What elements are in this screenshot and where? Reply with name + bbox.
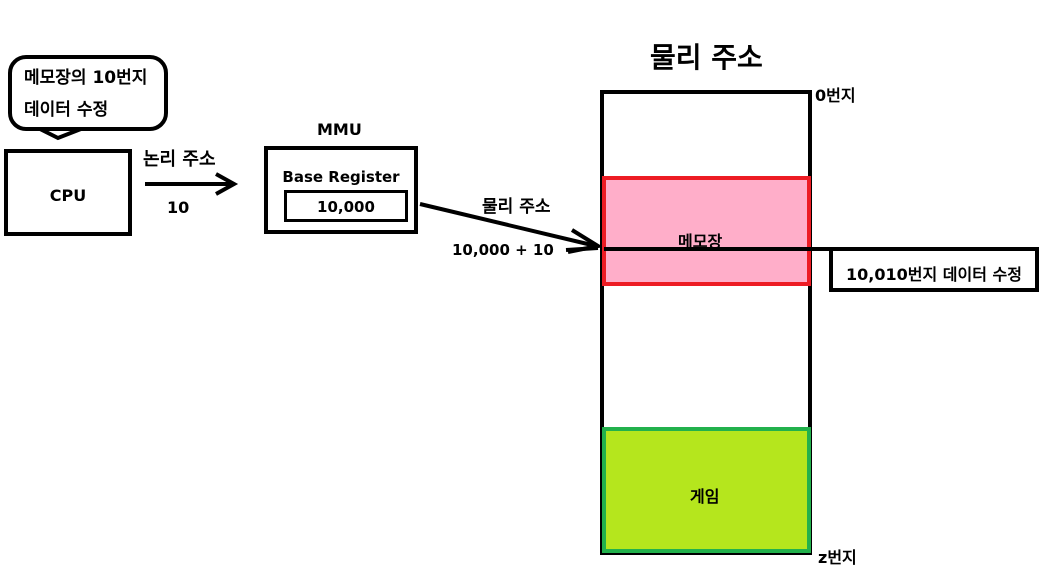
speech-bubble-line2: 데이터 수정 [24,100,109,120]
base-register-value-box: 10,000 [284,190,408,222]
notepad-region: 메모장 [602,176,811,286]
logical-address-arrowhead [215,172,239,196]
speech-bubble: 메모장의 10번지 데이터 수정 [8,55,168,131]
memory-top-label: 0번지 [815,86,856,105]
mmu-title: MMU [317,120,362,139]
target-box: 10,010번지 데이터 수정 [829,247,1039,292]
target-line-overlay [604,247,832,251]
memory-bottom-label: z번지 [818,548,857,567]
target-box-label: 10,010번지 데이터 수정 [846,265,1022,284]
cpu-label: CPU [49,186,87,205]
speech-bubble-line1: 메모장의 10번지 [24,68,148,88]
game-label: 게임 [690,487,720,506]
logical-address-value: 10 [167,198,190,217]
cpu-box: CPU [4,149,132,236]
physical-address-arrow [419,202,597,248]
physical-address-formula: 10,000 + 10 [452,241,554,259]
memory-title: 물리 주소 [650,41,763,74]
physical-address-label: 물리 주소 [482,197,551,217]
game-region: 게임 [602,427,811,553]
notepad-label: 메모장 [678,232,723,251]
logical-address-label: 논리 주소 [143,149,216,170]
base-register-label: Base Register [282,168,400,186]
base-register-value: 10,000 [317,198,375,216]
formula-arrow [565,246,599,252]
mmu-box: Base Register 10,000 [264,146,418,234]
